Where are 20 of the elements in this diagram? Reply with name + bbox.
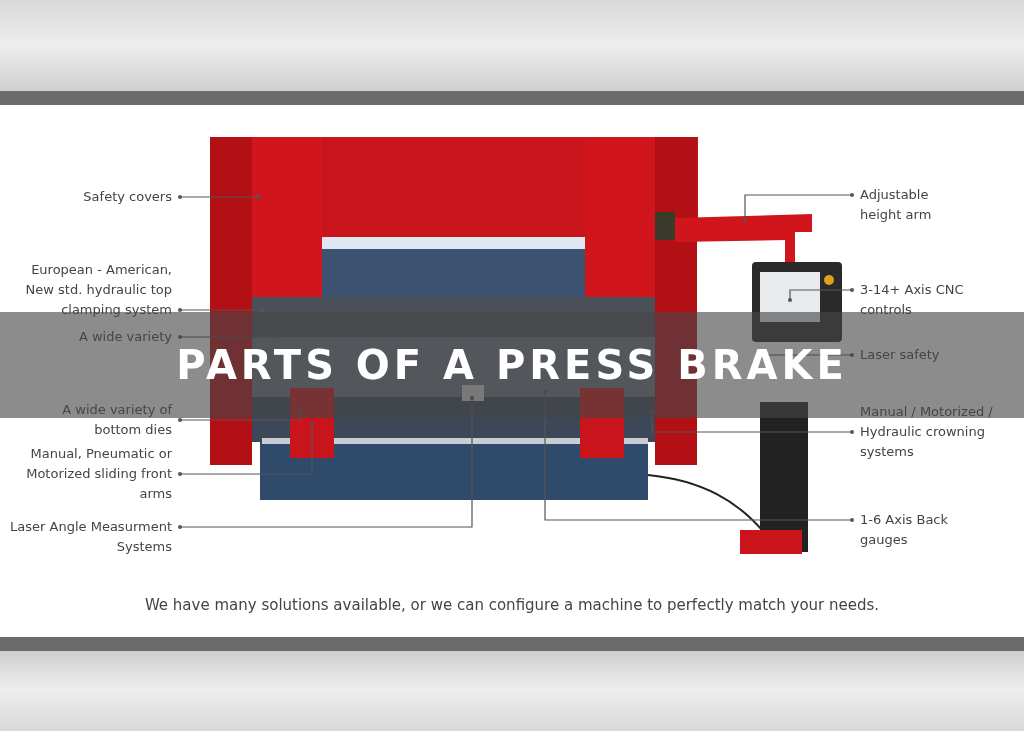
leader-line <box>543 390 854 522</box>
leader-line <box>178 308 264 312</box>
leader-line <box>178 422 314 476</box>
leader-line <box>178 195 260 199</box>
caption: We have many solutions available, or we can configure a machine to perfectly match your needs. <box>143 596 881 614</box>
callout-label: Laser safety <box>860 345 970 365</box>
callout-label: Manual, Pneumatic or Motorized sliding front arms <box>12 444 172 504</box>
callout-label: Adjustable height arm <box>860 185 970 225</box>
leader-line <box>650 410 854 434</box>
callout-label: A wide variety of bottom dies <box>12 400 172 440</box>
leader-line <box>178 408 302 422</box>
callout-label: Manual / Motorized / Hydraulic crowning systems <box>860 402 1020 462</box>
callout-label: Laser Angle Measurment Systems <box>4 517 172 557</box>
leader-line <box>178 335 282 339</box>
leader-line <box>788 288 854 302</box>
callout-label: Safety covers <box>12 187 172 207</box>
callout-label: A wide variety <box>12 327 172 347</box>
callout-label: 1-6 Axis Back gauges <box>860 510 970 550</box>
leader-line <box>178 396 474 529</box>
leader-line <box>743 193 854 222</box>
